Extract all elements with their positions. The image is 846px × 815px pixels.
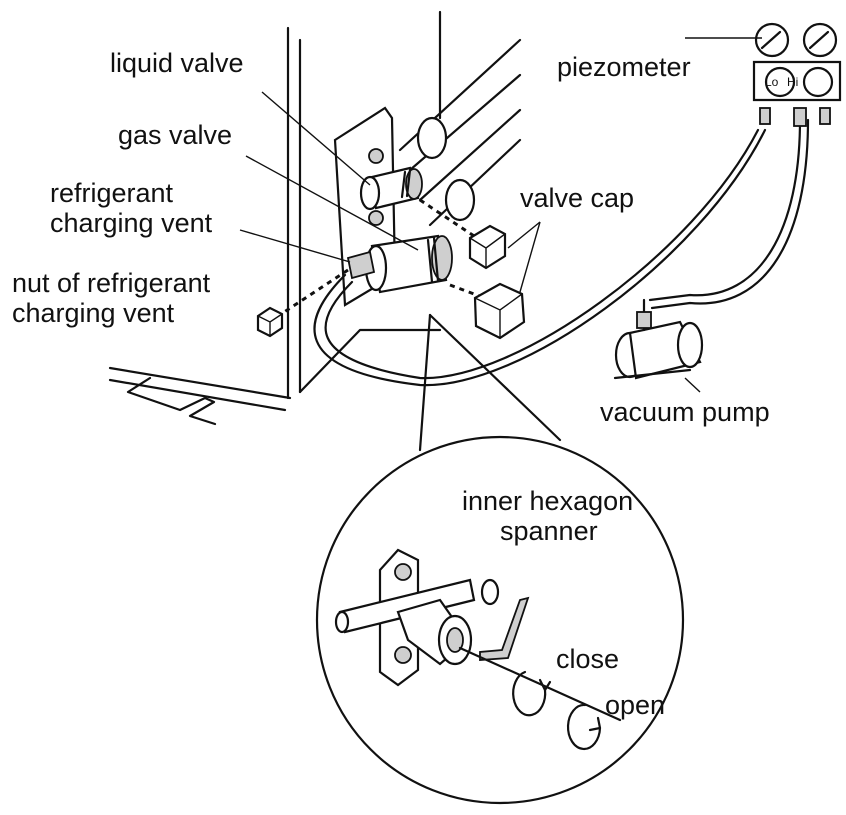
outdoor-unit (108, 10, 442, 426)
label-inner-hexagon-spanner: inner hexagon spanner (462, 486, 633, 546)
label-liquid-valve: liquid valve (110, 48, 244, 78)
valve-cap-large (473, 282, 526, 340)
charging-hose (313, 128, 767, 387)
label-close: close (556, 644, 620, 674)
liquid-valve (359, 166, 423, 211)
label-nut-of-refrigerant-charging-vent: nut of refrigerant charging vent (12, 268, 210, 328)
label-nut-line2: charging vent (12, 298, 175, 329)
label-gauge-hi: Hi (787, 75, 799, 89)
gauge-manifold (752, 22, 842, 127)
label-refrigerant-line2: charging vent (50, 208, 213, 239)
vacuum-pump-graphic (613, 298, 704, 380)
label-spanner-line1: inner hexagon (462, 486, 634, 516)
label-piezometer: piezometer (557, 52, 691, 82)
label-refrigerant-charging-vent: refrigerant charging vent (50, 178, 212, 238)
label-refrigerant-line1: refrigerant (50, 178, 174, 208)
valve-detail (334, 548, 622, 751)
label-nut-line1: nut of refrigerant (12, 268, 211, 298)
label-spanner-line2: spanner (500, 516, 598, 547)
magnifier (315, 313, 685, 805)
label-vacuum-pump: vacuum pump (600, 397, 770, 427)
valve-cap-small (468, 224, 507, 270)
gas-valve (346, 234, 453, 294)
label-gas-valve: gas valve (118, 120, 233, 150)
label-valve-cap: valve cap (520, 183, 635, 213)
charging-vent-nut (256, 306, 284, 338)
label-open: open (605, 690, 666, 720)
label-gauge-lo: Lo (765, 75, 779, 89)
refrigerant-pipes (398, 38, 522, 227)
